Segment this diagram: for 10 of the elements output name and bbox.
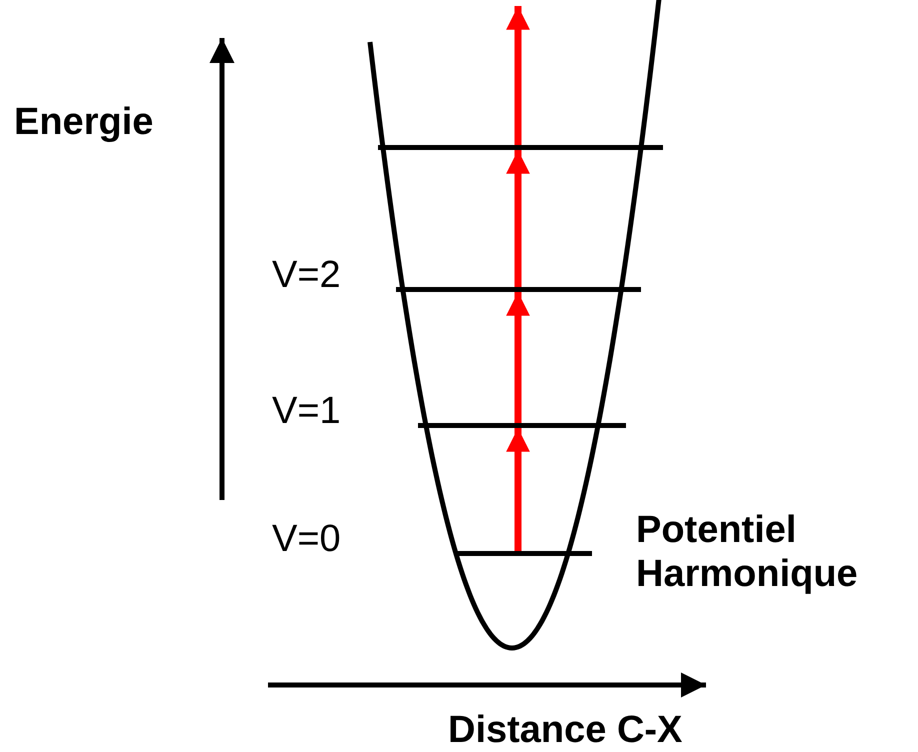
transition-arrow (506, 150, 530, 287)
level-label: V=2 (272, 255, 341, 295)
transition-arrow (506, 6, 530, 145)
axis-label: Distance C-X (448, 708, 684, 752)
axis-label: Energie (14, 100, 154, 144)
transition-arrow (506, 428, 530, 551)
level-label: V=1 (272, 391, 341, 431)
axis-label: Potentiel Harmonique (636, 508, 859, 596)
level-label: V=0 (272, 519, 341, 559)
transition-arrow (506, 292, 530, 423)
